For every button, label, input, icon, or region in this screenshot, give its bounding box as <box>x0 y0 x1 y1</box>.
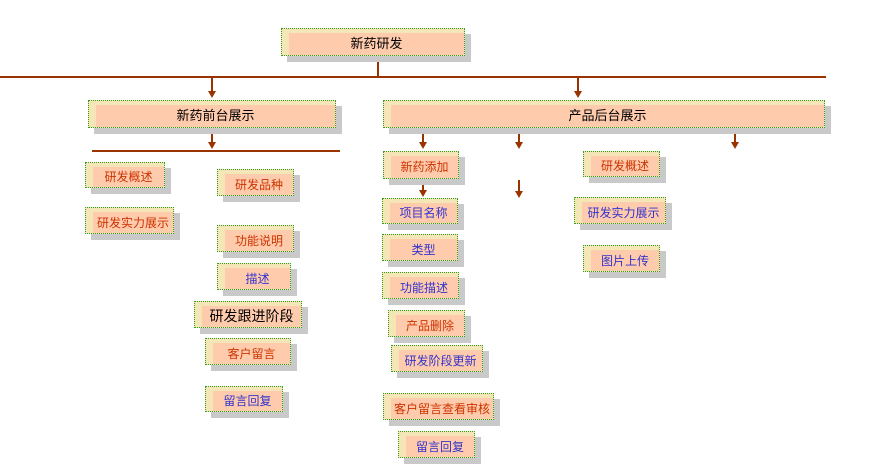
arrow-front-to-rail <box>208 130 217 149</box>
arrow-back-mid-1 <box>515 130 524 149</box>
node-back-display[interactable]: 产品后台展示 <box>383 100 825 128</box>
node-label: 客户留言查看审核 <box>391 398 493 419</box>
node-label: 新药研发 <box>289 33 464 55</box>
node-project-name[interactable]: 项目名称 <box>382 198 458 224</box>
arrow-to-front-display <box>208 76 217 98</box>
node-label: 新药添加 <box>391 156 458 178</box>
node-label: 研发品种 <box>225 174 293 195</box>
node-label: 留言回复 <box>406 436 474 457</box>
node-message-review[interactable]: 客户留言查看审核 <box>383 393 494 420</box>
node-label: 产品后台展示 <box>391 105 824 127</box>
node-message-reply[interactable]: 留言回复 <box>205 386 283 412</box>
node-label: 研发跟进阶段 <box>202 306 301 327</box>
node-type[interactable]: 类型 <box>382 234 458 261</box>
node-label: 新药前台展示 <box>96 105 335 127</box>
node-rd-follow-stage[interactable]: 研发跟进阶段 <box>194 301 302 328</box>
node-front-display[interactable]: 新药前台展示 <box>88 100 336 128</box>
node-stage-update[interactable]: 研发阶段更新 <box>391 345 483 372</box>
node-label: 功能描述 <box>390 277 458 298</box>
connector-main-rail <box>0 76 826 78</box>
node-message-reply-2[interactable]: 留言回复 <box>398 431 475 458</box>
node-label: 客户留言 <box>213 343 290 364</box>
node-label: 项目名称 <box>390 203 457 223</box>
node-description[interactable]: 描述 <box>217 263 291 290</box>
node-label: 研发实力展示 <box>582 202 665 223</box>
node-label: 留言回复 <box>213 391 282 411</box>
node-label: 描述 <box>225 268 290 289</box>
node-label: 研发阶段更新 <box>399 350 482 371</box>
node-function-describe[interactable]: 功能描述 <box>382 272 459 299</box>
node-label: 研发实力展示 <box>93 212 173 233</box>
node-rd-strength-2[interactable]: 研发实力展示 <box>574 197 666 224</box>
node-label: 产品删除 <box>396 315 464 336</box>
node-label: 研发概述 <box>93 167 164 187</box>
node-customer-message[interactable]: 客户留言 <box>205 338 291 365</box>
node-label: 功能说明 <box>225 230 293 251</box>
node-new-drug-rd[interactable]: 新药研发 <box>281 28 465 56</box>
arrow-back-to-add <box>419 130 428 149</box>
node-rd-variety[interactable]: 研发品种 <box>217 169 294 196</box>
node-add-drug[interactable]: 新药添加 <box>383 151 459 179</box>
node-rd-overview-2[interactable]: 研发概述 <box>583 151 660 177</box>
arrow-back-mid-2 <box>515 180 524 198</box>
node-label: 图片上传 <box>591 250 659 271</box>
arrow-back-right <box>731 130 740 149</box>
node-label: 类型 <box>390 239 457 260</box>
connector-root-stem <box>377 57 379 76</box>
node-rd-strength[interactable]: 研发实力展示 <box>85 207 174 234</box>
node-product-delete[interactable]: 产品删除 <box>388 310 465 337</box>
node-label: 研发概述 <box>591 156 659 176</box>
node-rd-overview[interactable]: 研发概述 <box>85 162 165 188</box>
arrow-add-to-project <box>419 181 428 197</box>
node-image-upload[interactable]: 图片上传 <box>583 245 660 272</box>
node-function-note[interactable]: 功能说明 <box>217 225 294 252</box>
connector-front-rail <box>92 150 340 152</box>
arrow-to-back-display <box>574 76 583 98</box>
